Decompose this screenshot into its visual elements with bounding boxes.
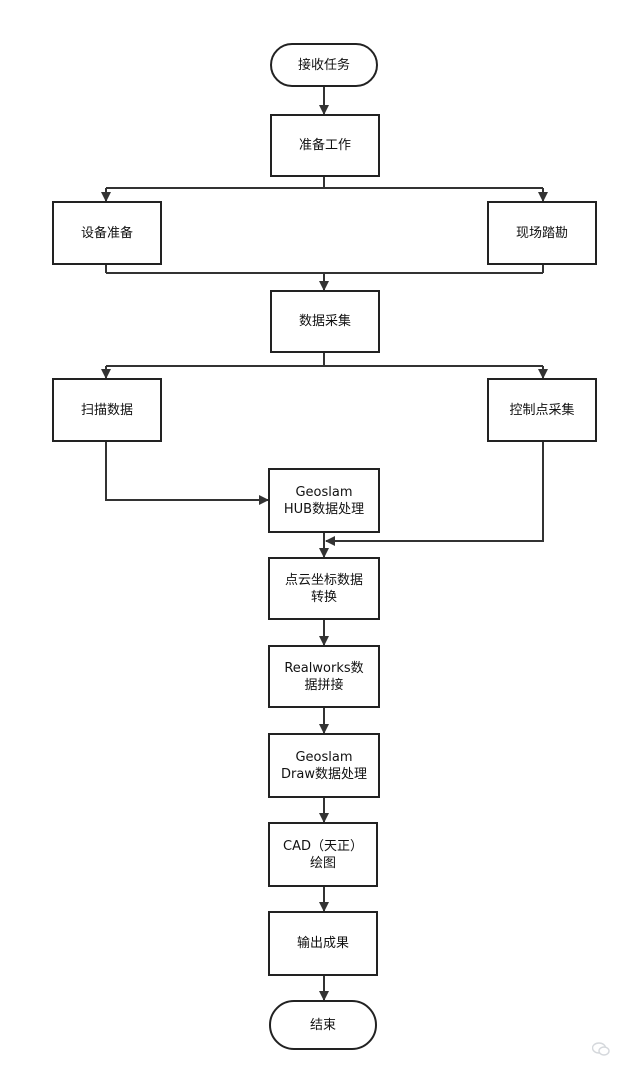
node-end: 结束 [269,1000,377,1050]
node-hub: Geoslam HUB数据处理 [268,468,380,533]
node-equipment: 设备准备 [52,201,162,265]
chat-bubble-icon [592,1042,610,1056]
node-survey: 现场踏勘 [487,201,597,265]
node-scan: 扫描数据 [52,378,162,442]
node-output: 输出成果 [268,911,378,976]
node-draw: Geoslam Draw数据处理 [268,733,380,798]
node-control: 控制点采集 [487,378,597,442]
arrow-scan-to-hub [105,442,269,505]
node-collect: 数据采集 [270,290,380,353]
arrow-control-to-convert [325,442,544,546]
node-cad: CAD（天正） 绘图 [268,822,378,887]
node-prepare: 准备工作 [270,114,380,177]
node-start: 接收任务 [270,43,378,87]
node-realworks: Realworks数 据拼接 [268,645,380,708]
watermark-logo [592,1042,610,1056]
node-convert: 点云坐标数据 转换 [268,557,380,620]
